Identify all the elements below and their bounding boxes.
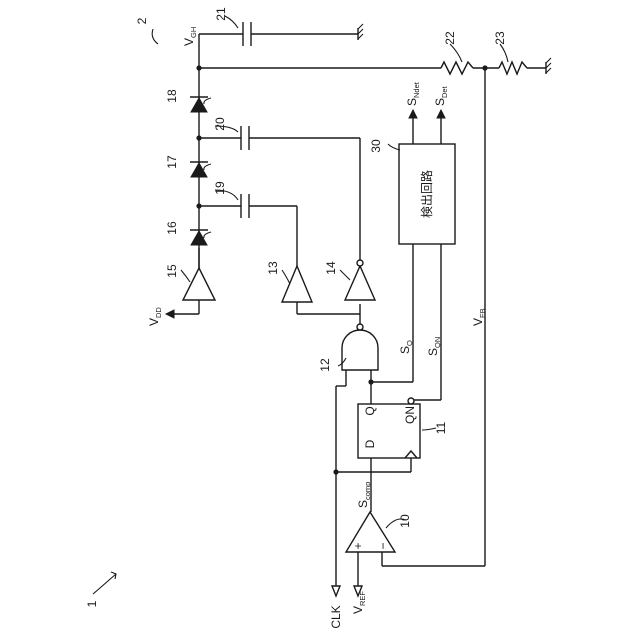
- ref-10: 10: [398, 514, 412, 528]
- resistor-23: [499, 62, 527, 74]
- ref-16: 16: [165, 221, 179, 235]
- ref-2: 2: [135, 17, 149, 24]
- ref-17: 17: [165, 155, 179, 169]
- ref-23: 23: [493, 31, 507, 45]
- ref-19: 19: [213, 181, 227, 195]
- signal-vgh: VGH: [182, 27, 198, 46]
- junction-dot: [196, 65, 201, 70]
- junction-dot: [196, 203, 201, 208]
- nand-gate-12: [342, 324, 378, 370]
- ref-12: 12: [318, 358, 332, 372]
- comparator-plus: +: [351, 542, 365, 549]
- junction-dot: [482, 65, 487, 70]
- ground-symbol: [358, 24, 363, 40]
- detector-label: 検出回路: [419, 170, 434, 218]
- capacitor-20: [241, 126, 249, 150]
- signal-clk: CLK: [329, 605, 343, 628]
- comparator-minus: −: [376, 542, 390, 549]
- ref-14: 14: [324, 261, 338, 275]
- signal-sqn: SQN: [426, 337, 442, 356]
- arrow-icon: [166, 310, 174, 318]
- ref-13: 13: [266, 261, 280, 275]
- ref-11: 11: [434, 421, 448, 434]
- ref-1: 1: [85, 600, 99, 607]
- ff-pin-d: D: [363, 439, 377, 448]
- diode-16: [190, 230, 208, 245]
- arrow-icon: [409, 110, 417, 118]
- ref-30: 30: [369, 139, 383, 153]
- input-arrow-clk: [332, 586, 340, 596]
- ground-symbol: [546, 58, 551, 74]
- signal-vref: VREF: [351, 591, 367, 614]
- capacitor-21: [243, 22, 251, 46]
- signal-vdd: VDD: [147, 307, 163, 326]
- ref-22: 22: [443, 31, 457, 45]
- buffer-15: [183, 268, 215, 300]
- ff-pin-q: Q: [363, 406, 377, 415]
- signal-scomp: Scomp: [356, 482, 372, 508]
- signal-vfb: VFB: [471, 308, 487, 326]
- diode-17: [190, 162, 208, 177]
- ff-pin-qn: QN: [403, 406, 417, 424]
- ref-20: 20: [213, 117, 227, 131]
- resistor-22: [441, 62, 473, 74]
- diode-18: [190, 97, 208, 112]
- arrow-icon: [437, 110, 445, 118]
- junction-dot: [368, 379, 373, 384]
- ref-15: 15: [165, 264, 179, 278]
- junction-dot: [333, 469, 338, 474]
- capacitor-19: [241, 194, 249, 218]
- signal-sq: SQ: [398, 340, 414, 354]
- junction-dot: [196, 135, 201, 140]
- ref-21: 21: [214, 7, 228, 21]
- signal-sdet: SDet: [433, 85, 449, 106]
- buffer-13: [282, 266, 312, 302]
- ref-18: 18: [165, 89, 179, 103]
- signal-sndet: SNdet: [405, 81, 421, 106]
